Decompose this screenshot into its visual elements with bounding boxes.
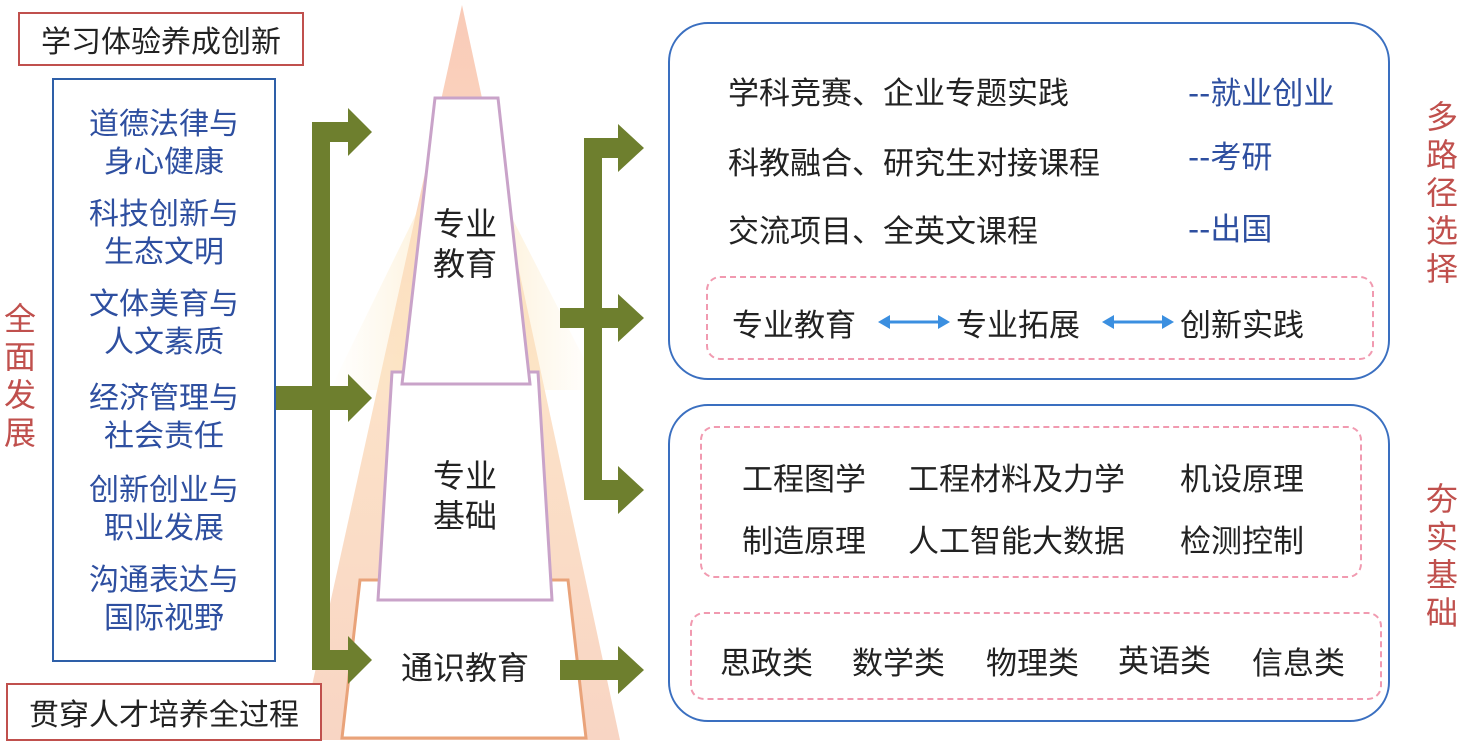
outcome-employment: --就业创业	[1188, 76, 1335, 112]
list-item: 文体美育与人文素质	[89, 287, 239, 360]
arrow-to-bottom-tier	[312, 636, 372, 684]
course-item: 制造原理	[742, 524, 866, 560]
double-arrow-icon	[878, 315, 950, 329]
arrow-to-middle-tier	[248, 374, 372, 422]
arrow-to-general	[560, 646, 644, 694]
chain-step-1: 专业教育	[732, 308, 856, 344]
arrow-to-upper-top	[584, 124, 644, 172]
arrow-to-upper-mid	[560, 294, 644, 342]
general-course-item: 数学类	[852, 646, 945, 682]
list-item: 道德法律与身心健康	[89, 107, 239, 180]
arrow-to-top-tier	[312, 108, 372, 156]
course-item: 检测控制	[1180, 524, 1304, 560]
professional-courses-box: 工程图学 工程材料及力学 机设原理 制造原理 人工智能大数据 检测控制	[700, 426, 1362, 578]
course-item: 机设原理	[1180, 462, 1304, 498]
solid-foundation-label: 夯实基础	[1425, 480, 1458, 632]
learning-innovation-label: 学习体验养成创新	[18, 12, 304, 66]
activity-research: 科教融合、研究生对接课程	[728, 146, 1100, 182]
multi-path-panel: 学科竞赛、企业专题实践 --就业创业 科教融合、研究生对接课程 --考研 交流项…	[668, 22, 1390, 380]
list-item: 科技创新与生态文明	[89, 197, 239, 270]
tower-top-tier	[400, 96, 532, 386]
course-item: 工程材料及力学	[908, 462, 1125, 498]
outcome-abroad: --出国	[1188, 212, 1273, 248]
activity-competition: 学科竞赛、企业专题实践	[728, 76, 1069, 112]
chain-step-2: 专业拓展	[956, 308, 1080, 344]
tower-top-label: 专业教育	[432, 205, 497, 283]
list-item: 创新创业与职业发展	[89, 473, 239, 546]
outcome-postgraduate: --考研	[1188, 140, 1273, 176]
general-course-item: 信息类	[1252, 646, 1345, 682]
general-course-item: 思政类	[720, 646, 813, 682]
general-course-item: 英语类	[1118, 644, 1211, 680]
chain-box: 专业教育 专业拓展 创新实践	[706, 276, 1374, 360]
activity-exchange: 交流项目、全英文课程	[728, 214, 1038, 250]
multi-path-choice-label: 多路径选择	[1425, 98, 1458, 288]
double-arrow-icon	[1102, 315, 1174, 329]
whole-process-label: 贯穿人才培养全过程	[6, 683, 322, 741]
general-courses-box: 思政类 数学类 物理类 英语类 信息类	[690, 612, 1382, 700]
tower-bottom-label: 通识教育	[400, 649, 529, 687]
list-item: 经济管理与社会责任	[89, 381, 239, 454]
course-item: 人工智能大数据	[908, 524, 1125, 560]
chain-step-3: 创新实践	[1180, 308, 1304, 344]
development-areas-box: 道德法律与身心健康 科技创新与生态文明 文体美育与人文素质 经济管理与社会责任 …	[52, 78, 276, 662]
course-item: 工程图学	[742, 462, 866, 498]
list-item: 沟通表达与国际视野	[89, 563, 239, 636]
arrow-to-courses	[584, 466, 644, 514]
all-round-development-label: 全面发展	[3, 300, 36, 452]
tower-middle-label: 专业基础	[432, 457, 497, 535]
general-course-item: 物理类	[986, 646, 1079, 682]
foundation-panel: 工程图学 工程材料及力学 机设原理 制造原理 人工智能大数据 检测控制 思政类 …	[668, 404, 1390, 722]
